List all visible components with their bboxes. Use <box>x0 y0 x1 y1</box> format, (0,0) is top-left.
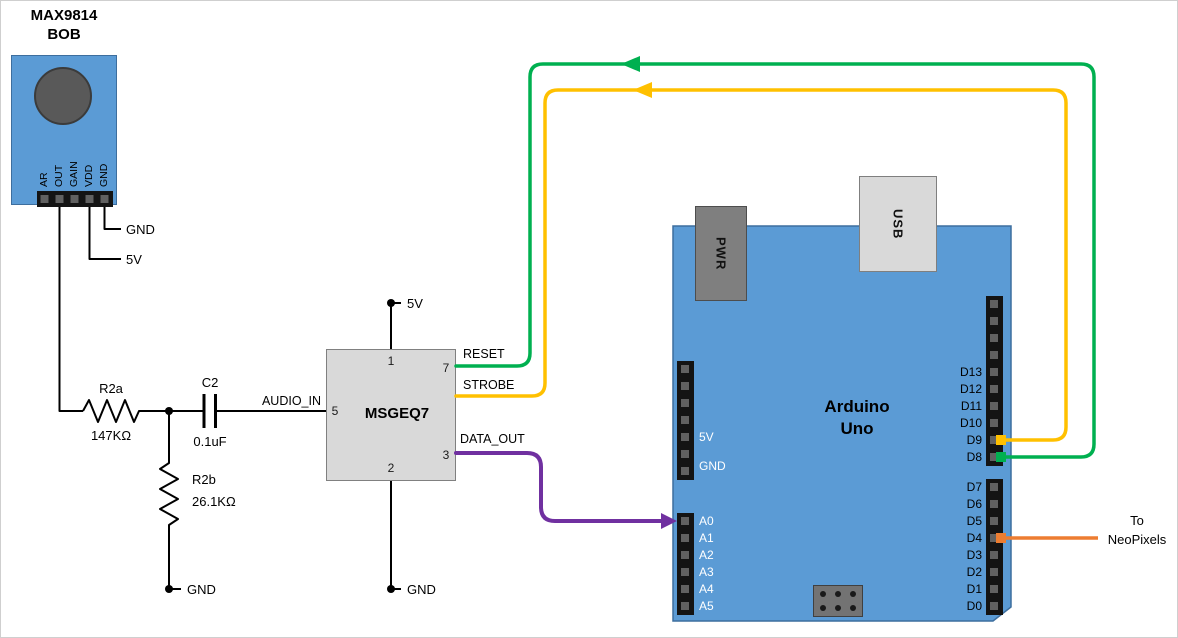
pin-label-d9: D9 <box>966 433 982 447</box>
arduino-name-line1: Arduino <box>824 397 890 416</box>
pin-label-d3: D3 <box>966 548 982 562</box>
pin-label-d5: D5 <box>966 514 982 528</box>
r2b-value-label: 26.1KΩ <box>192 494 236 509</box>
neopixel-label-line2: NeoPixels <box>1107 532 1167 547</box>
mic-pin-label-vdd: VDD <box>83 164 95 187</box>
r2b-ref-label: R2b <box>192 472 216 487</box>
c2-value-label: 0.1uF <box>193 434 227 449</box>
pin-label-d2: D2 <box>966 565 982 579</box>
mic-pin-header <box>37 191 113 207</box>
neopixel-label: To NeoPixels <box>1097 511 1177 549</box>
r2a-ref-label: R2a <box>99 381 123 396</box>
pin-label-a3: A3 <box>699 565 714 579</box>
arduino-5v-pin-label: 5V <box>699 430 714 444</box>
pin-label-d11: D11 <box>960 399 982 413</box>
power-jack-label: PWR <box>713 236 729 271</box>
pin-label-d6: D6 <box>966 497 982 511</box>
mic-gnd-net-label: GND <box>126 222 155 237</box>
pin-label-d4: D4 <box>966 531 982 545</box>
msgeq7-chip <box>326 349 456 481</box>
pin-label-a2: A2 <box>699 548 714 562</box>
pin-label-d7: D7 <box>966 480 982 494</box>
usb-connector: USB <box>859 176 937 272</box>
r2b-gnd-net-label: GND <box>187 582 216 597</box>
pin-label-d8: D8 <box>966 450 982 464</box>
mic-5v-net-label: 5V <box>126 252 142 267</box>
msgeq7-pin7-number: 7 <box>442 361 450 375</box>
audio-in-net-label: AUDIO_IN <box>261 394 321 408</box>
mic-pin-label-out: OUT <box>53 164 65 187</box>
mic-board-title: MAX9814 BOB <box>9 6 119 44</box>
pin-label-a4: A4 <box>699 582 714 596</box>
pin-label-d13: D13 <box>959 365 982 379</box>
pin-label-a0: A0 <box>699 514 714 528</box>
power-pin-header <box>677 361 694 480</box>
digital-pin-header-upper <box>986 296 1003 466</box>
msgeq7-gnd-net-label: GND <box>407 582 436 597</box>
r2a-value-label: 147KΩ <box>90 428 132 443</box>
mic-pin-label-gain: GAIN <box>68 161 80 187</box>
data-out-net-label: DATA_OUT <box>460 432 525 446</box>
pin-label-d1: D1 <box>966 582 982 596</box>
power-jack: PWR <box>695 206 747 301</box>
mic-pin-label-ar: AR <box>38 172 50 187</box>
arduino-name-line2: Uno <box>840 419 874 438</box>
arduino-name: Arduino Uno <box>782 396 932 440</box>
msgeq7-pin5-number: 5 <box>331 404 339 418</box>
digital-pin-header-lower <box>986 479 1003 615</box>
analog-pin-header <box>677 513 694 615</box>
msgeq7-pin2-number: 2 <box>387 461 395 475</box>
icsp-header <box>813 585 863 617</box>
c2-ref-label: C2 <box>201 375 219 390</box>
neopixel-label-line1: To <box>1130 513 1144 528</box>
pin-label-d10: D10 <box>959 416 982 430</box>
pin-label-a1: A1 <box>699 531 714 545</box>
usb-connector-label: USB <box>890 208 906 240</box>
msgeq7-pin1-number: 1 <box>387 354 395 368</box>
pin-label-d0: D0 <box>966 599 982 613</box>
arduino-gnd-pin-label: GND <box>699 459 726 473</box>
pin-label-d12: D12 <box>959 382 982 396</box>
mic-board-title-line2: BOB <box>47 26 81 43</box>
msgeq7-5v-net-label: 5V <box>407 296 423 311</box>
strobe-net-label: STROBE <box>463 378 515 392</box>
msgeq7-part-name: MSGEQ7 <box>364 405 430 422</box>
mic-board-title-line1: MAX9814 <box>30 7 98 24</box>
pin-label-a5: A5 <box>699 599 714 613</box>
reset-net-label: RESET <box>463 347 505 361</box>
mic-pin-label-gnd: GND <box>98 163 110 187</box>
msgeq7-pin3-number: 3 <box>442 448 450 462</box>
microphone-icon <box>34 67 92 125</box>
